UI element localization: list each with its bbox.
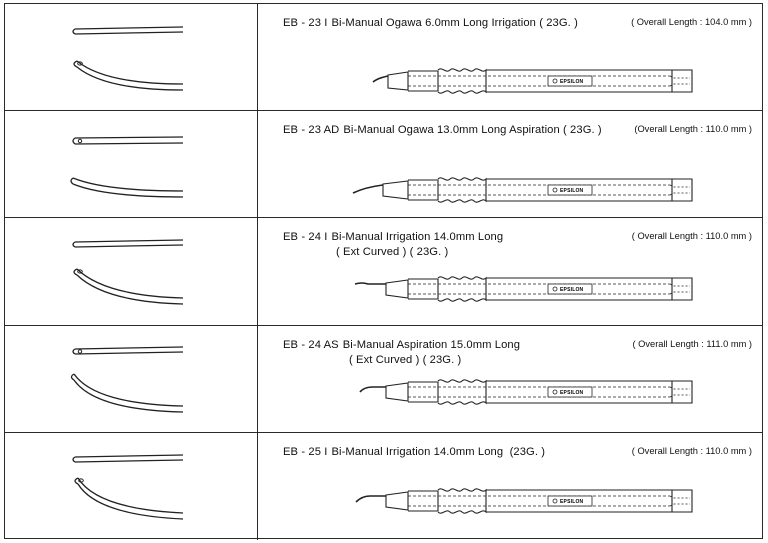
product-description: Bi-Manual Irrigation 14.0mm Long (23G. ) [331,445,546,458]
overall-length: (Overall Length : 110.0 mm ) [634,124,752,135]
instrument-handle-drawing: EPSILON [352,177,693,203]
brand-label: EPSILON [560,390,584,396]
brand-label: EPSILON [560,287,584,293]
overall-length: ( Overall Length : 111.0 mm ) [632,338,752,349]
brand-logo-icon [552,286,558,292]
brand-plate [547,386,593,397]
tip-detail-cell [5,111,258,218]
brand-plate [547,495,593,507]
product-description-line2: ( Ext Curved ) ( 23G. ) [336,246,449,259]
brand-plate [547,184,593,196]
brand-plate [547,283,593,295]
tip-detail-cell [5,4,258,111]
tip-detail-cell [5,218,258,325]
instrument-handle-drawing: EPSILON [372,68,693,94]
tip-detail-cell [5,432,258,540]
brand-logo-icon [552,389,558,394]
irrigation-tip-icon [72,239,184,306]
aspiration-tip-icon [70,345,184,413]
product-code: EB - 25 I [283,445,328,458]
overall-length: ( Overall Length : 104.0 mm ) [631,17,752,27]
product-description: Bi-Manual Ogawa 13.0mm Long Aspiration (… [343,124,602,137]
brand-logo-icon [552,78,558,84]
brand-label: EPSILON [560,79,584,85]
brand-label: EPSILON [560,499,584,505]
instrument-handle-drawing: EPSILON [359,378,693,405]
instrument-handle-drawing: EPSILON [355,488,693,514]
product-code: EB - 24 I [283,231,328,244]
tip-detail-cell [5,325,258,432]
overall-length: ( Overall Length : 110.0 mm ) [631,231,752,242]
product-description-line2: ( Ext Curved ) ( 23G. ) [349,353,462,366]
brand-logo-icon [552,187,558,193]
overall-length: ( Overall Length : 110.0 mm ) [631,445,752,456]
instrument-handle-drawing: EPSILON [354,276,693,303]
product-code: EB - 24 AS [283,338,339,351]
product-description: Bi-Manual Irrigation 14.0mm Long [331,231,504,244]
irrigation-tip-icon [72,454,184,520]
product-code: EB - 23 AD [283,124,340,137]
product-description: Bi-Manual Ogawa 6.0mm Long Irrigation ( … [331,17,578,29]
brand-logo-icon [552,498,558,504]
aspiration-tip-icon [70,136,184,198]
product-code: EB - 23 I [283,17,328,29]
irrigation-tip-icon [72,26,184,91]
brand-label: EPSILON [560,188,584,194]
brand-plate [547,75,593,87]
product-description: Bi-Manual Aspiration 15.0mm Long [342,338,521,351]
